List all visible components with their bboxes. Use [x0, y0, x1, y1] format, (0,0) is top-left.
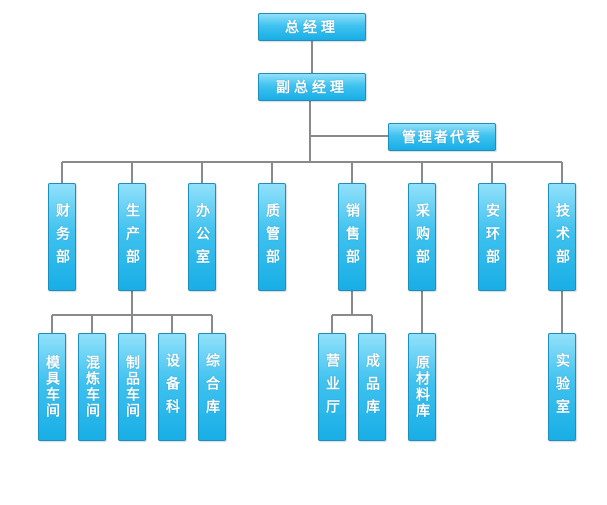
node-label: 采购部: [414, 202, 430, 272]
node-dept-finance: 财务部: [48, 183, 76, 291]
node-label: 成品库: [364, 352, 380, 422]
node-label: 设备科: [164, 352, 180, 422]
node-sub-equipment: 设备科: [158, 333, 186, 441]
node-label: 办公室: [194, 202, 210, 272]
node-general-manager: 总经理: [258, 13, 366, 41]
node-deputy-manager: 副总经理: [258, 73, 366, 101]
node-management-rep: 管理者代表: [388, 123, 496, 151]
node-label: 模具车间: [44, 355, 60, 419]
node-label: 管理者代表: [402, 130, 482, 146]
node-label: 副总经理: [276, 80, 348, 96]
node-sub-raw-material-warehouse: 原材料库: [408, 333, 436, 441]
node-label: 财务部: [54, 202, 70, 272]
node-label: 质管部: [264, 202, 280, 272]
node-label: 原材料库: [414, 355, 430, 419]
node-label: 混炼车间: [84, 355, 100, 419]
node-label: 制品车间: [124, 355, 140, 419]
node-label: 销售部: [344, 202, 360, 272]
node-sub-product-workshop: 制品车间: [118, 333, 146, 441]
node-sub-mold-workshop: 模具车间: [38, 333, 66, 441]
node-label: 技术部: [554, 202, 570, 272]
node-sub-mixing-workshop: 混炼车间: [78, 333, 106, 441]
node-dept-technology: 技术部: [548, 183, 576, 291]
node-sub-laboratory: 实验室: [548, 333, 576, 441]
node-sub-business-hall: 营业厅: [318, 333, 346, 441]
node-label: 总经理: [285, 20, 339, 36]
node-dept-safety-env: 安环部: [478, 183, 506, 291]
node-dept-purchasing: 采购部: [408, 183, 436, 291]
node-dept-sales: 销售部: [338, 183, 366, 291]
node-label: 实验室: [554, 352, 570, 422]
node-sub-finished-warehouse: 成品库: [358, 333, 386, 441]
node-dept-production: 生产部: [118, 183, 146, 291]
node-label: 营业厅: [324, 352, 340, 422]
node-label: 综合库: [204, 352, 220, 422]
node-sub-general-warehouse: 综合库: [198, 333, 226, 441]
node-dept-quality: 质管部: [258, 183, 286, 291]
node-label: 安环部: [484, 202, 500, 272]
node-dept-office: 办公室: [188, 183, 216, 291]
node-label: 生产部: [124, 202, 140, 272]
